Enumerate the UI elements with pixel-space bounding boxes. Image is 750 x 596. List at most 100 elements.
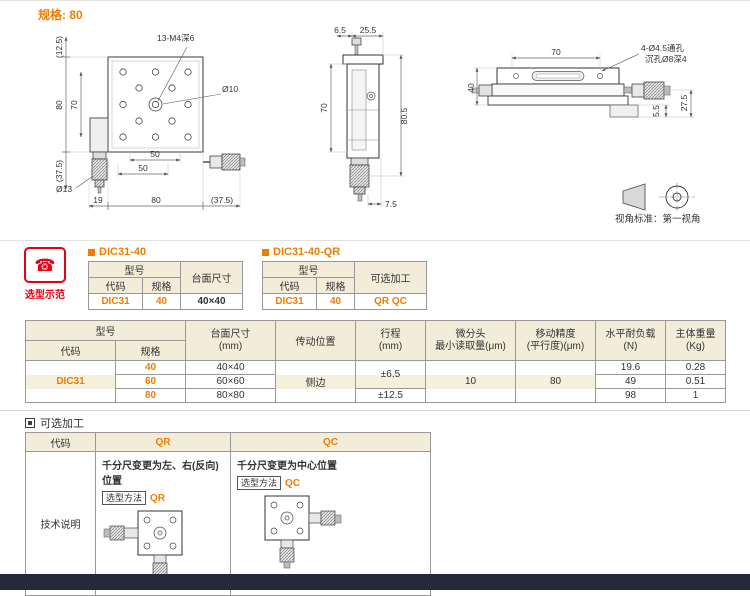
rear-dim-27-5: 27.5 — [679, 94, 689, 111]
side-dim-80-5: 80.5 — [399, 107, 409, 124]
example-block-1: DIC31-40 型号 台面尺寸 代码 规格 DIC31 40 40×40 — [88, 246, 243, 310]
spec-header-load: 水平耐负载 (N) — [595, 320, 666, 361]
qr-drawing — [103, 510, 183, 584]
projection-label: 视角标准：第一视角 — [615, 213, 701, 225]
example2-title: DIC31-40-QR — [273, 246, 341, 258]
example1-table: 型号 台面尺寸 代码 规格 DIC31 40 40×40 — [88, 261, 243, 310]
spec-table-wrap: 型号 台面尺寸 (mm) 传动位置 行程 (mm) 微分头 最小读取量(μm) … — [25, 320, 726, 403]
spec-header-drive: 传动位置 — [275, 320, 356, 361]
spec-row-40-spec: 40 — [115, 360, 186, 375]
ex2-header-model: 型号 — [262, 261, 355, 278]
rear-dim-70: 70 — [551, 47, 561, 57]
spec-header-spec: 规格 — [115, 340, 186, 361]
spec-header-model: 型号 — [25, 320, 186, 341]
section-divider-2 — [0, 410, 750, 411]
side-dim-7-5: 7.5 — [385, 199, 397, 209]
projection-symbol: 视角标准：第一视角 — [615, 183, 701, 225]
spec-header-weight: 主体重量 (Kg) — [665, 320, 726, 361]
opt-qr-cell: 千分尺变更为左、右(反向)位置 选型方法 QR — [95, 451, 231, 596]
spec-accuracy: 80 — [515, 360, 596, 403]
side-dim-70: 70 — [319, 103, 329, 113]
qc-method-row: 选型方法 QC — [237, 476, 424, 490]
front-view-drawing: 13-M4深6 Ø10 (12.5) 80 70 (37.5) Ø13 50 5… — [54, 33, 246, 210]
ex2-header-opt: 可选加工 — [354, 261, 427, 294]
spec-header-accuracy: 移动精度 (平行度)(μm) — [515, 320, 596, 361]
bullet-icon — [262, 248, 269, 256]
front-screw-note: 13-M4深6 — [157, 33, 195, 43]
front-dim-50-a: 50 — [150, 149, 160, 159]
badge-label: 选型示范 — [25, 290, 65, 301]
opt-row-label: 技术说明 — [25, 451, 96, 596]
spec-row-40-load: 19.6 — [595, 360, 666, 375]
spec-row-80-spec: 80 — [115, 388, 186, 403]
ex1-code: DIC31 — [88, 293, 143, 310]
front-dim-80-bottom: 80 — [151, 195, 161, 205]
ex2-header-code: 代码 — [262, 277, 317, 294]
side-view-drawing: 6.5 25.5 70 80.5 7.5 — [319, 25, 409, 209]
rear-dim-40: 40 — [466, 83, 476, 93]
optional-section-title-row: 可选加工 — [25, 415, 84, 431]
ex1-header-code: 代码 — [88, 277, 143, 294]
ex1-header-spec: 规格 — [142, 277, 181, 294]
opt-header-qc: QC — [230, 432, 431, 452]
ex1-size: 40×40 — [180, 293, 243, 310]
qr-method-row: 选型方法 QR — [102, 491, 224, 505]
spec-travel-40-60: ±6.5 — [355, 360, 426, 389]
ex2-code: DIC31 — [262, 293, 317, 310]
spec-table: 型号 台面尺寸 (mm) 传动位置 行程 (mm) 微分头 最小读取量(μm) … — [25, 320, 726, 403]
spec-drive: 侧边 — [275, 360, 356, 403]
front-dim-50-b: 50 — [138, 163, 148, 173]
ex2-spec: 40 — [316, 293, 355, 310]
optional-table: 代码 QR QC 技术说明 千分尺变更为左、右(反向)位置 选型方法 QR — [25, 432, 431, 596]
example1-title-row: DIC31-40 — [88, 246, 243, 258]
qc-method-code: QC — [285, 477, 301, 489]
side-dim-6-5: 6.5 — [334, 25, 346, 35]
example2-title-row: DIC31-40-QR — [262, 246, 427, 258]
rear-view-drawing: 70 40 4-Ø4.5通孔 沉孔Ø8深4 27.5 5.5 — [466, 43, 694, 118]
spec-travel-80: ±12.5 — [355, 388, 426, 403]
rear-hole-note-2: 沉孔Ø8深4 — [645, 54, 687, 64]
spec-micro: 10 — [425, 360, 516, 403]
footer-bar — [0, 574, 750, 590]
front-dia13-label: Ø13 — [56, 184, 72, 194]
ex1-header-model: 型号 — [88, 261, 181, 278]
front-dim-70: 70 — [69, 100, 79, 110]
spec-row-40-weight: 0.28 — [665, 360, 726, 375]
front-dim-19: 19 — [93, 195, 103, 205]
example-block-2: DIC31-40-QR 型号 可选加工 代码 规格 DIC31 40 QR QC — [262, 246, 427, 310]
example1-title: DIC31-40 — [99, 246, 147, 258]
optional-section-title: 可选加工 — [40, 418, 84, 430]
ex1-header-size: 台面尺寸 — [180, 261, 243, 294]
spec-row-60-weight: 0.51 — [665, 374, 726, 389]
spec-row-60-spec: 60 — [115, 374, 186, 389]
technical-drawings: 13-M4深6 Ø10 (12.5) 80 70 (37.5) Ø13 50 5… — [54, 25, 701, 225]
spec-header-micro: 微分头 最小读取量(μm) — [425, 320, 516, 361]
phone-icon: ☎ — [24, 247, 66, 283]
ex2-opt: QR QC — [354, 293, 427, 310]
side-dim-25-5: 25.5 — [360, 25, 377, 35]
opt-qc-cell: 千分尺变更为中心位置 选型方法 QC — [230, 451, 431, 596]
qc-title: 千分尺变更为中心位置 — [237, 461, 337, 472]
qr-method-code: QR — [150, 492, 166, 504]
spec-row-80-size: 80×80 — [185, 388, 276, 403]
spec-row-60-size: 60×60 — [185, 374, 276, 389]
section-square-icon — [25, 418, 35, 428]
opt-header-code: 代码 — [25, 432, 96, 452]
spec-header-code: 代码 — [25, 340, 116, 361]
qc-method-label: 选型方法 — [237, 476, 282, 490]
front-dim-80-left: 80 — [54, 100, 64, 110]
spec-code: DIC31 — [25, 360, 116, 403]
qr-title: 千分尺变更为左、右(反向)位置 — [102, 461, 219, 487]
rear-dim-5-5: 5.5 — [651, 105, 661, 117]
bullet-icon — [88, 248, 95, 256]
ex1-spec: 40 — [142, 293, 181, 310]
example2-table: 型号 可选加工 代码 规格 DIC31 40 QR QC — [262, 261, 427, 310]
spec-header-travel: 行程 (mm) — [355, 320, 426, 361]
spec-row-80-load: 98 — [595, 388, 666, 403]
opt-header-qr: QR — [95, 432, 231, 452]
section-divider-1 — [0, 240, 750, 241]
spec-row-60-load: 49 — [595, 374, 666, 389]
front-dim-12-5: (12.5) — [54, 36, 64, 58]
front-dim-37-5-bottom: (37.5) — [211, 195, 233, 205]
qc-drawing — [264, 495, 342, 569]
